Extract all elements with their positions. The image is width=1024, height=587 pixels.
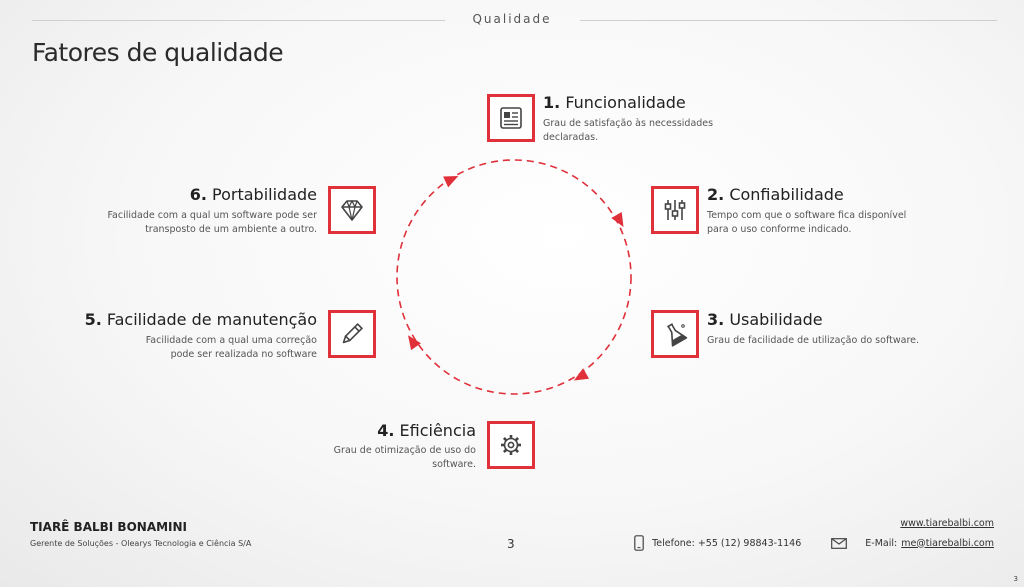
factor-5-desc: Facilidade com a qual uma correção pode …: [145, 335, 317, 360]
email-label: E-Mail:: [865, 537, 898, 549]
factor-5-icon-box: [328, 310, 376, 358]
factor-6-title: 6. Portabilidade: [189, 185, 317, 204]
factor-5-title: 5. Facilidade de manutenção: [84, 310, 317, 329]
factor-3-title: 3. Usabilidade: [707, 310, 823, 329]
factor-3-icon-box: [651, 310, 699, 358]
factor-1-icon-box: [487, 94, 535, 142]
factor-4-desc: Grau de otimização de uso do software.: [333, 445, 476, 470]
factor-6-desc: Facilidade com a qual um software pode s…: [107, 210, 317, 235]
section-label: Qualidade: [472, 12, 552, 26]
cycle-arrow: [611, 211, 624, 228]
phone-icon: [634, 535, 644, 551]
factor-2-title: 2. Confiabilidade: [707, 185, 844, 204]
presenter-role: Gerente de Soluções - Olearys Tecnologia…: [30, 539, 252, 548]
contact-info: Telefone: +55 (12) 98843-1146 E-Mail: me…: [634, 535, 994, 551]
factor-1-desc: Grau de satisfação às necessidades decla…: [543, 118, 714, 143]
header-rule-right: [580, 20, 997, 21]
cycle-arrow: [573, 368, 590, 381]
factor-1-title: 1. Funcionalidade: [543, 93, 686, 112]
mail-icon: [831, 537, 848, 549]
pencil-icon: [342, 322, 364, 344]
flask-icon: [667, 323, 688, 347]
factor-3-desc: Grau de facilidade de utilização do soft…: [707, 335, 920, 346]
cycle-arrow: [443, 176, 459, 188]
factor-2-desc: Tempo com que o software fica disponível…: [707, 210, 907, 235]
factor-2-icon-box: [651, 186, 699, 234]
document-icon: [500, 107, 522, 129]
page-number: 3: [507, 537, 515, 551]
phone-number: Telefone: +55 (12) 98843-1146: [652, 537, 802, 549]
cycle-arrow: [407, 335, 421, 351]
factor-6-icon-box: [328, 186, 376, 234]
cycle-circle: [396, 159, 632, 395]
email-link[interactable]: me@tiarebalbi.com: [901, 537, 994, 549]
page-title: Fatores de qualidade: [32, 38, 284, 67]
cycle-diagram: [396, 159, 632, 395]
gear-icon: [501, 435, 521, 455]
factor-4-title: 4. Eficiência: [377, 421, 476, 440]
presenter-name: TIARÊ BALBI BONAMINI: [30, 520, 188, 534]
diamond-icon: [341, 199, 363, 221]
website-link[interactable]: www.tiarebalbi.com: [900, 518, 994, 529]
factor-4-icon-box: [487, 421, 535, 469]
corner-page-number: 3: [1013, 575, 1018, 583]
header-rule-left: [32, 20, 445, 21]
sliders-icon: [664, 200, 686, 220]
